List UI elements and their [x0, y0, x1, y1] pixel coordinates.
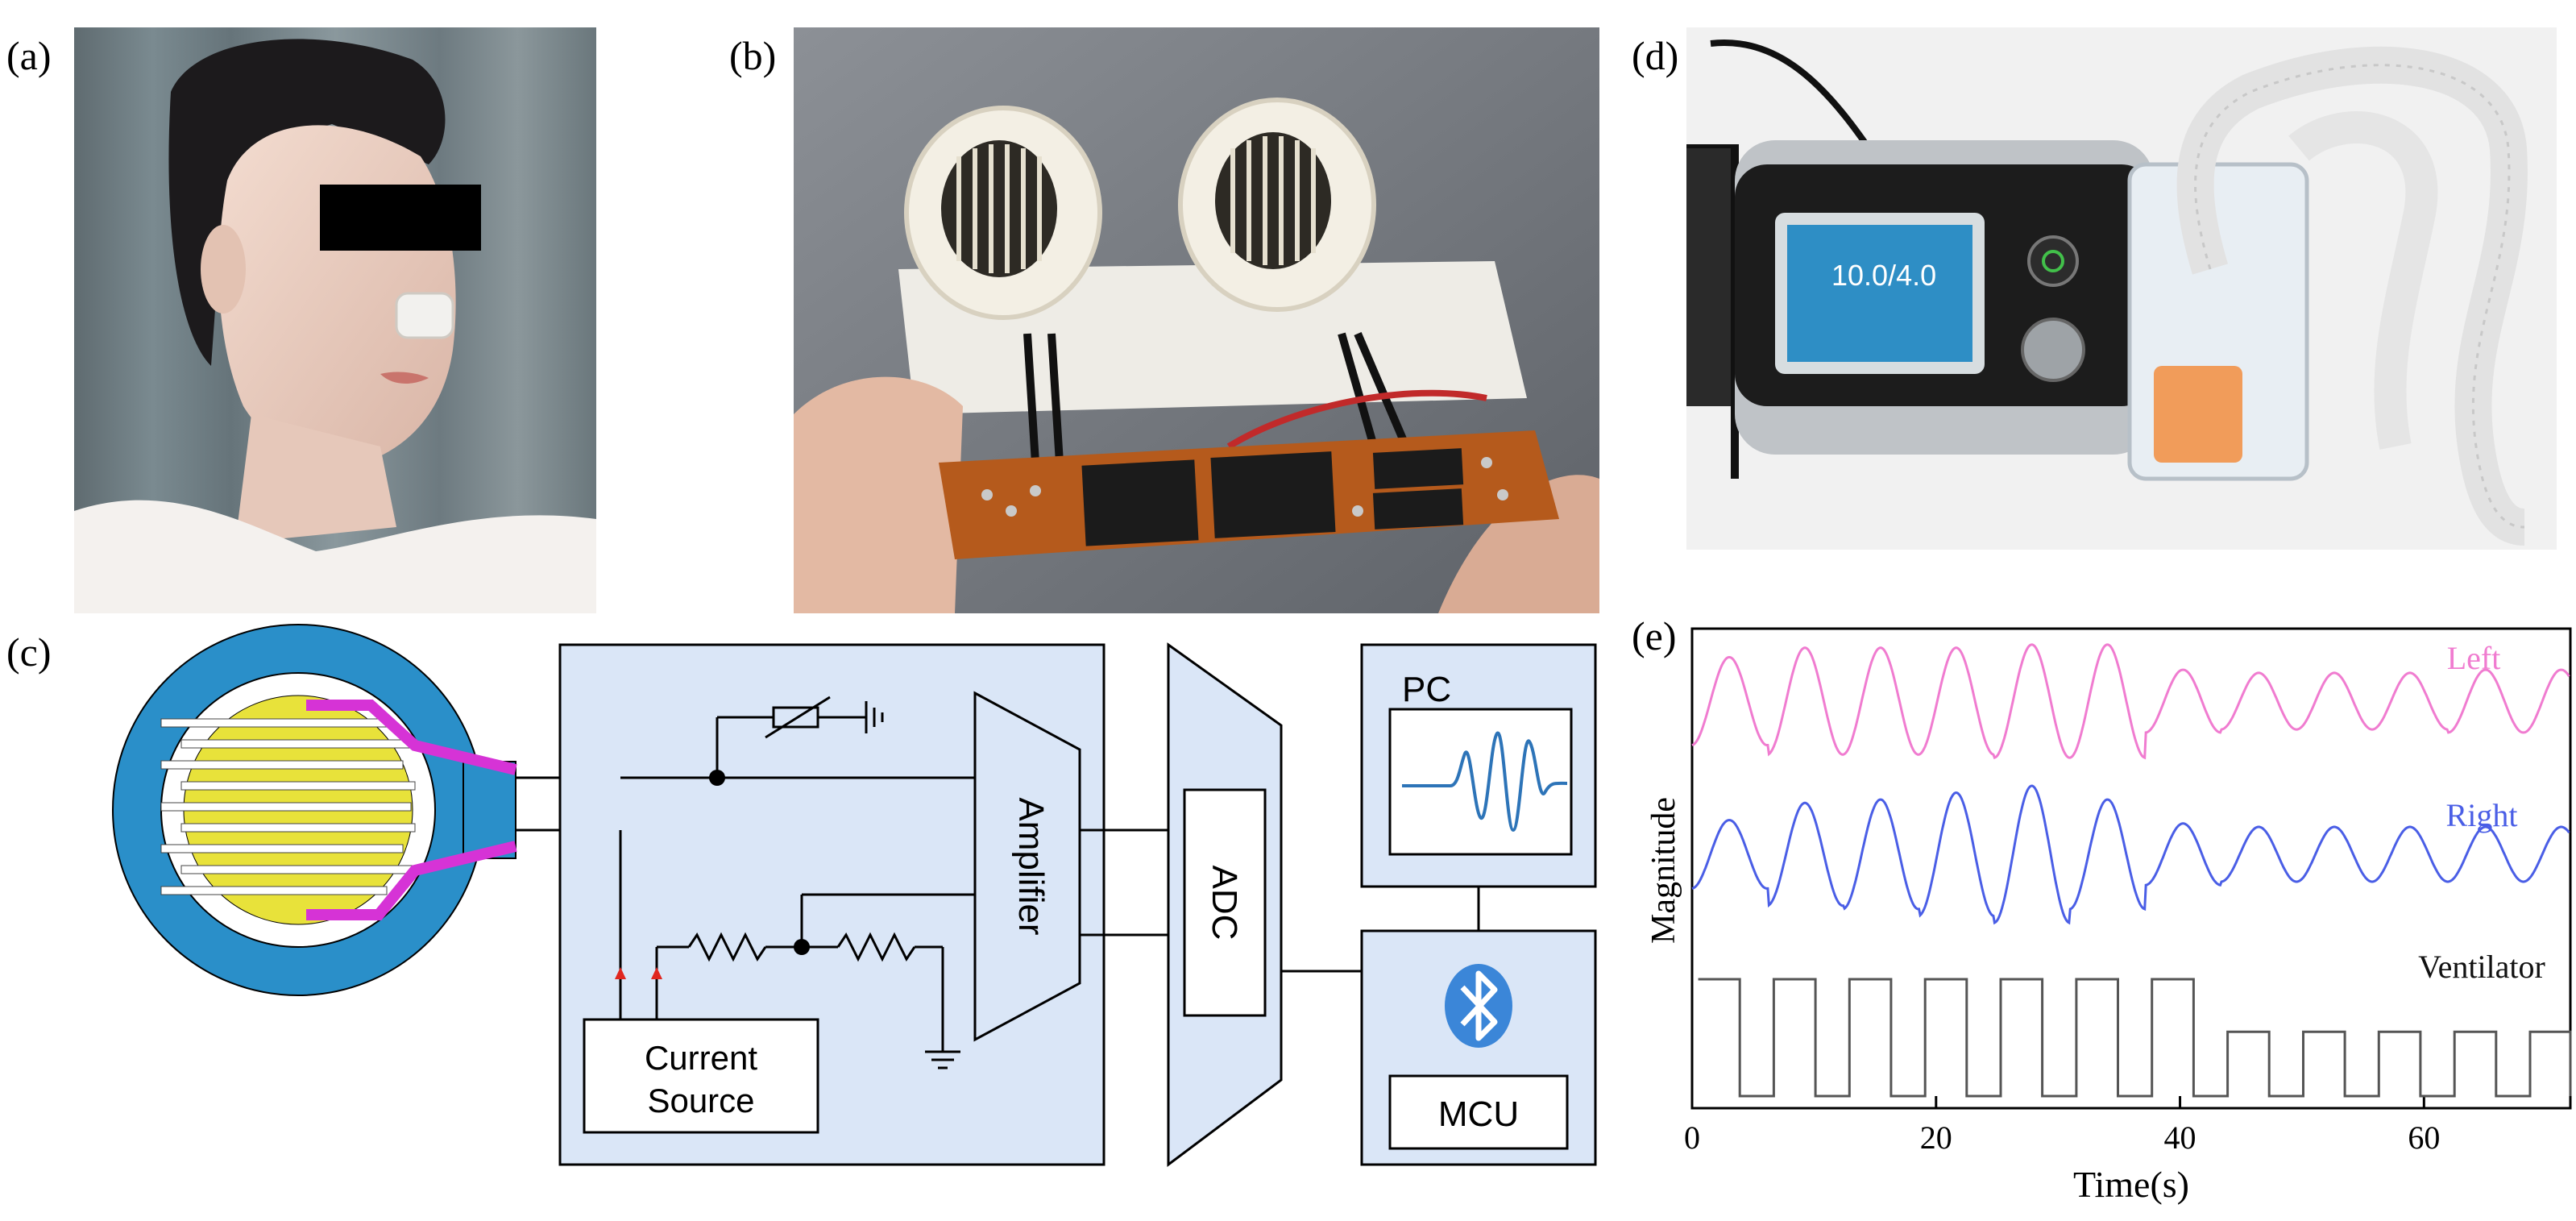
current-source-label-line2: Source	[647, 1082, 754, 1119]
series-line-left	[1691, 643, 2570, 760]
amplifier-label: Amplifier	[1011, 797, 1051, 935]
x-tick-label: 0	[1684, 1119, 1700, 1156]
panel-label-a: (a)	[6, 33, 52, 78]
adc-label: ADC	[1205, 866, 1244, 941]
plot-frame	[1690, 627, 2572, 1110]
panel-label-c: (c)	[6, 629, 52, 675]
panel-label-d: (d)	[1632, 33, 1679, 78]
pc-label: PC	[1402, 670, 1451, 709]
photo-sensor-circuit-board	[794, 27, 1599, 613]
bluetooth-icon	[1445, 964, 1512, 1048]
series-line-right	[1691, 784, 2570, 925]
panel-label-b: (b)	[729, 33, 777, 78]
panel-label-e: (e)	[1632, 613, 1677, 658]
y-axis-label: Magnitude	[1645, 797, 1682, 944]
photo-ventilator-device: 10.0/4.0	[1686, 27, 2557, 550]
mcu-label: MCU	[1438, 1094, 1519, 1134]
x-tick-label: 60	[2408, 1119, 2440, 1156]
x-tick-label: 20	[1920, 1119, 1952, 1156]
circuit-diagram: Amplifier Current Source ADC PC	[0, 613, 1612, 1217]
x-axis-label: Time(s)	[2073, 1164, 2189, 1205]
series-label-left: Left	[2447, 640, 2501, 676]
series-label-right: Right	[2446, 797, 2518, 833]
series-label-ventilator: Ventilator	[2418, 949, 2545, 985]
photo-person-with-nasal-sensor	[74, 27, 596, 613]
current-source-label-line1: Current	[645, 1039, 757, 1077]
sensor-ring	[112, 624, 517, 996]
series-line-ventilator	[1698, 978, 2572, 1098]
ventilator-screen-value: 10.0/4.0	[1831, 259, 1936, 292]
x-tick-label: 40	[2164, 1119, 2196, 1156]
